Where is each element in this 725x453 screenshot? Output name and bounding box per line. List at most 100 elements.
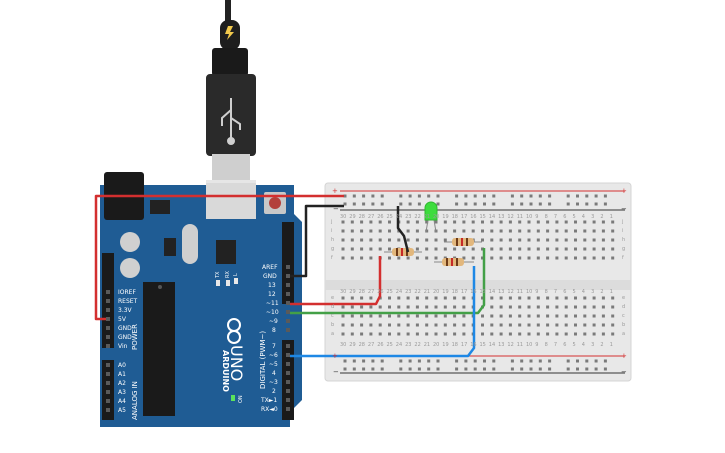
arduino-uno-board[interactable] xyxy=(100,172,302,427)
breadboard-hole[interactable] xyxy=(594,367,598,371)
header-pin[interactable] xyxy=(286,407,290,411)
breadboard-hole[interactable] xyxy=(360,238,364,242)
breadboard-hole[interactable] xyxy=(592,296,596,300)
breadboard-hole[interactable] xyxy=(406,332,410,336)
breadboard-hole[interactable] xyxy=(548,202,552,206)
breadboard-hole[interactable] xyxy=(399,194,403,198)
breadboard-hole[interactable] xyxy=(583,247,587,251)
breadboard-hole[interactable] xyxy=(546,256,550,260)
breadboard-hole[interactable] xyxy=(378,332,382,336)
breadboard-hole[interactable] xyxy=(427,367,431,371)
breadboard-hole[interactable] xyxy=(603,202,607,206)
breadboard-hole[interactable] xyxy=(490,305,494,309)
breadboard-hole[interactable] xyxy=(603,359,607,363)
breadboard-hole[interactable] xyxy=(406,314,410,318)
breadboard-hole[interactable] xyxy=(546,247,550,251)
breadboard-hole[interactable] xyxy=(490,238,494,242)
breadboard-hole[interactable] xyxy=(443,314,447,318)
breadboard-hole[interactable] xyxy=(585,367,589,371)
breadboard-hole[interactable] xyxy=(601,256,605,260)
breadboard-hole[interactable] xyxy=(388,305,391,309)
breadboard-hole[interactable] xyxy=(518,229,522,233)
breadboard-hole[interactable] xyxy=(574,314,577,318)
breadboard-hole[interactable] xyxy=(546,305,550,309)
breadboard-hole[interactable] xyxy=(594,359,598,363)
breadboard-hole[interactable] xyxy=(555,229,559,233)
breadboard-hole[interactable] xyxy=(490,323,494,327)
breadboard-hole[interactable] xyxy=(481,323,484,327)
breadboard-hole[interactable] xyxy=(574,238,577,242)
breadboard-hole[interactable] xyxy=(585,359,589,363)
breadboard-hole[interactable] xyxy=(425,229,429,233)
breadboard-hole[interactable] xyxy=(397,296,401,300)
breadboard-hole[interactable] xyxy=(592,220,596,224)
breadboard-hole[interactable] xyxy=(508,332,512,336)
breadboard-hole[interactable] xyxy=(397,323,401,327)
breadboard-hole[interactable] xyxy=(341,323,345,327)
header-pin[interactable] xyxy=(286,301,290,305)
breadboard-hole[interactable] xyxy=(408,367,412,371)
breadboard-hole[interactable] xyxy=(436,194,440,198)
breadboard-hole[interactable] xyxy=(481,238,484,242)
header-pin[interactable] xyxy=(106,308,110,312)
breadboard-hole[interactable] xyxy=(369,229,373,233)
breadboard-hole[interactable] xyxy=(352,359,356,363)
breadboard-hole[interactable] xyxy=(592,323,596,327)
header-pin[interactable] xyxy=(286,265,290,269)
breadboard-hole[interactable] xyxy=(611,323,615,327)
breadboard-hole[interactable] xyxy=(380,202,384,206)
breadboard-hole[interactable] xyxy=(425,332,429,336)
breadboard-hole[interactable] xyxy=(341,296,345,300)
breadboard-hole[interactable] xyxy=(518,220,522,224)
header-pin[interactable] xyxy=(286,274,290,278)
breadboard-hole[interactable] xyxy=(527,332,531,336)
breadboard-hole[interactable] xyxy=(434,256,438,260)
breadboard-hole[interactable] xyxy=(408,202,412,206)
breadboard-hole[interactable] xyxy=(546,229,550,233)
breadboard-hole[interactable] xyxy=(592,314,596,318)
breadboard-hole[interactable] xyxy=(518,256,522,260)
header-pin[interactable] xyxy=(286,353,290,357)
breadboard-hole[interactable] xyxy=(576,202,579,206)
breadboard-hole[interactable] xyxy=(350,247,354,251)
breadboard-hole[interactable] xyxy=(443,238,447,242)
breadboard-hole[interactable] xyxy=(499,296,503,300)
breadboard-hole[interactable] xyxy=(492,202,496,206)
breadboard-hole[interactable] xyxy=(536,247,540,251)
breadboard-hole[interactable] xyxy=(425,296,429,300)
breadboard-hole[interactable] xyxy=(508,305,512,309)
breadboard-hole[interactable] xyxy=(564,323,568,327)
breadboard-hole[interactable] xyxy=(434,238,438,242)
wire-gnd-ground-rail[interactable] xyxy=(290,204,344,278)
breadboard-hole[interactable] xyxy=(490,220,494,224)
breadboard-hole[interactable] xyxy=(536,238,540,242)
breadboard-hole[interactable] xyxy=(538,367,542,371)
breadboard-hole[interactable] xyxy=(546,332,550,336)
breadboard-hole[interactable] xyxy=(611,229,615,233)
breadboard-hole[interactable] xyxy=(464,202,468,206)
breadboard-hole[interactable] xyxy=(350,332,354,336)
digital-header-top[interactable] xyxy=(282,222,294,304)
breadboard-hole[interactable] xyxy=(378,220,382,224)
breadboard-hole[interactable] xyxy=(499,238,503,242)
breadboard-hole[interactable] xyxy=(434,296,438,300)
reset-button[interactable] xyxy=(264,192,286,214)
breadboard-hole[interactable] xyxy=(406,220,410,224)
breadboard-hole[interactable] xyxy=(462,220,466,224)
breadboard-hole[interactable] xyxy=(536,323,540,327)
green-led[interactable] xyxy=(424,201,438,233)
breadboard-hole[interactable] xyxy=(464,367,468,371)
breadboard-hole[interactable] xyxy=(343,359,347,363)
breadboard-hole[interactable] xyxy=(603,194,607,198)
breadboard-hole[interactable] xyxy=(508,296,512,300)
breadboard-hole[interactable] xyxy=(341,229,345,233)
header-pin[interactable] xyxy=(286,398,290,402)
breadboard-hole[interactable] xyxy=(518,314,522,318)
breadboard-hole[interactable] xyxy=(564,296,568,300)
breadboard-hole[interactable] xyxy=(564,238,568,242)
breadboard-hole[interactable] xyxy=(492,359,496,363)
breadboard-hole[interactable] xyxy=(555,296,559,300)
breadboard-hole[interactable] xyxy=(518,332,522,336)
breadboard-hole[interactable] xyxy=(371,367,375,371)
breadboard-hole[interactable] xyxy=(555,323,559,327)
